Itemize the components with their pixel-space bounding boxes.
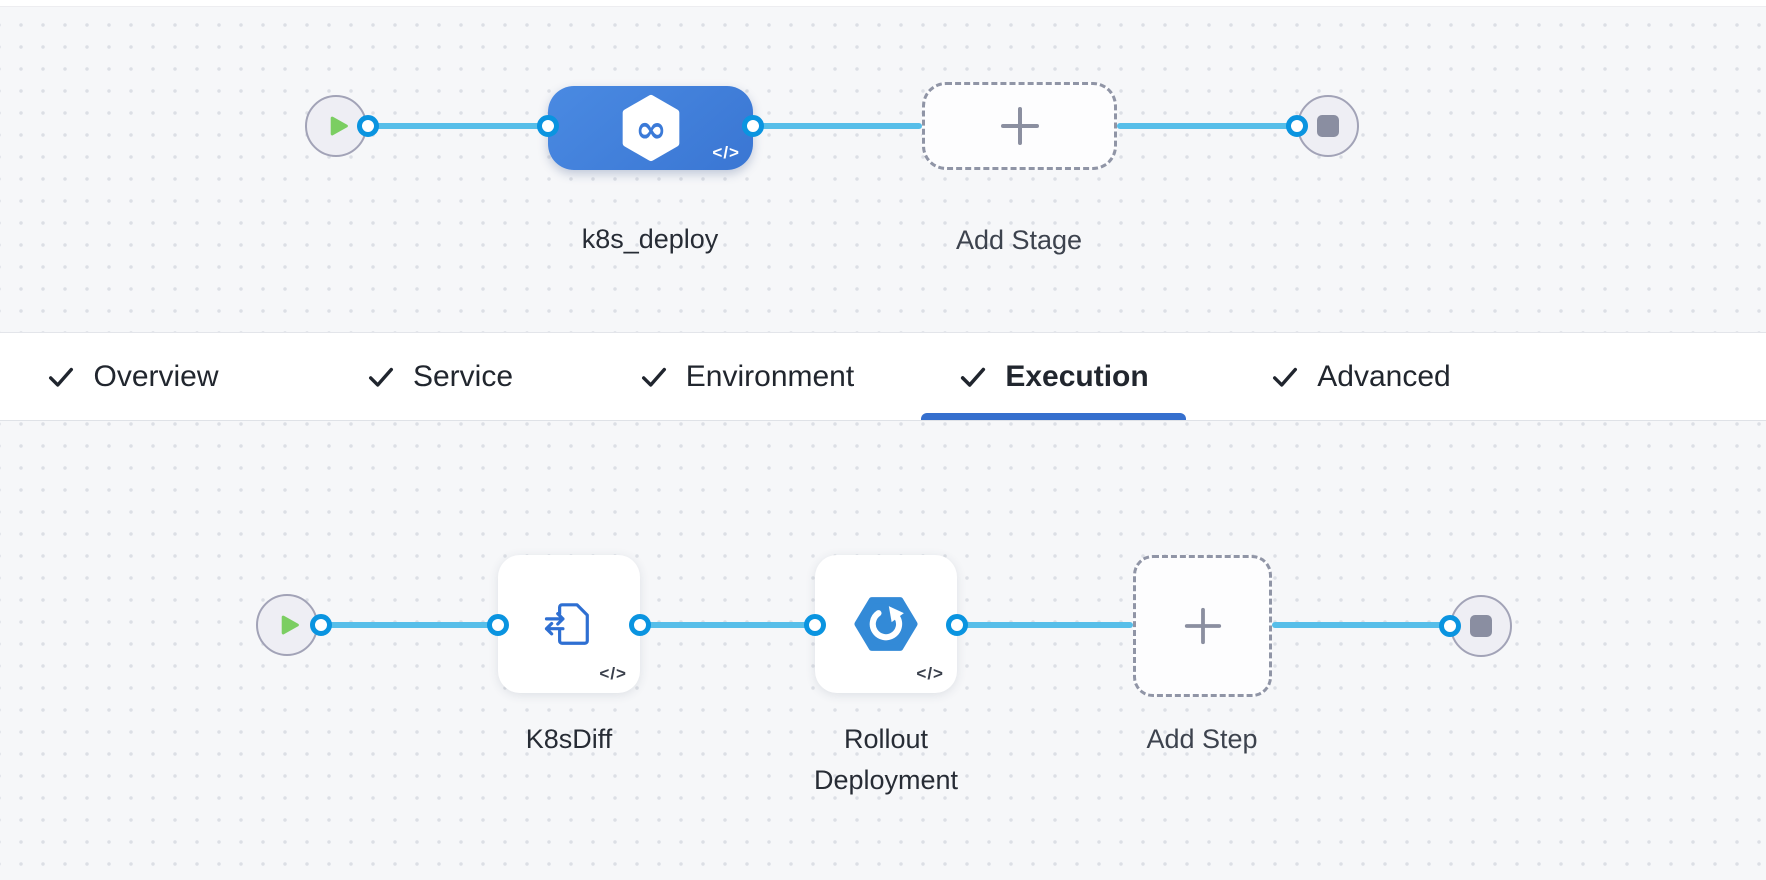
connector-port[interactable] <box>357 115 379 137</box>
tab-service[interactable]: Service <box>307 333 572 420</box>
connector-port[interactable] <box>629 614 651 636</box>
k8s-diff-icon <box>544 603 589 645</box>
tab-label: Execution <box>1005 359 1149 393</box>
step-node-rollout-deployment[interactable]: </> <box>815 555 957 693</box>
check-icon <box>961 367 986 387</box>
add-step-label: Add Step <box>1146 724 1258 754</box>
code-view-toggle[interactable]: </> <box>599 664 627 683</box>
canvas-top-edge <box>0 0 1766 7</box>
stop-icon <box>1470 615 1492 637</box>
add-stage-label: Add Stage <box>955 225 1083 255</box>
tab-label: Environment <box>685 359 855 393</box>
play-icon <box>281 615 299 635</box>
step-node-k8s-diff[interactable]: </> <box>498 555 640 693</box>
add-step-button[interactable] <box>1133 555 1272 697</box>
check-icon <box>49 367 74 387</box>
harness-pipeline-icon: ∞ <box>622 94 679 162</box>
check-icon <box>368 367 393 387</box>
plus-icon <box>1184 607 1221 645</box>
connector-port[interactable] <box>1439 615 1461 637</box>
edge-line <box>1117 123 1297 129</box>
execution-canvas: </> </> K8sDiff <box>0 421 1766 880</box>
stage-pipeline-canvas: ∞ </> k8s_deploy Add Stage <box>0 0 1766 332</box>
tab-label: Overview <box>93 359 219 393</box>
stop-icon <box>1317 115 1339 137</box>
edge-line <box>957 622 1133 628</box>
tab-overview[interactable]: Overview <box>0 333 265 420</box>
connector-port[interactable] <box>946 614 968 636</box>
edge-line <box>753 123 922 129</box>
connector-port[interactable] <box>1286 115 1308 137</box>
step-name-label: K8sDiff <box>525 724 613 754</box>
code-view-toggle[interactable]: </> <box>712 143 740 162</box>
code-view-toggle[interactable]: </> <box>916 664 944 683</box>
connector-port[interactable] <box>537 115 559 137</box>
tab-execution[interactable]: Execution <box>921 333 1186 420</box>
play-icon <box>330 116 348 136</box>
rollout-deployment-icon <box>854 597 918 651</box>
active-tab-underline <box>921 413 1186 420</box>
connector-port[interactable] <box>742 115 764 137</box>
execution-start-node[interactable] <box>256 594 318 656</box>
edge-line <box>640 622 815 628</box>
plus-icon <box>1000 107 1039 145</box>
stage-config-tab-bar: Overview Service Environment Execution <box>0 332 1766 421</box>
tab-label: Service <box>412 359 514 393</box>
tab-advanced[interactable]: Advanced <box>1228 333 1493 420</box>
pipeline-start-node[interactable] <box>305 95 367 157</box>
edge-line <box>321 622 498 628</box>
edge-line <box>368 123 548 129</box>
check-icon <box>1273 367 1298 387</box>
svg-text:∞: ∞ <box>635 107 666 151</box>
stage-name-label: k8s_deploy <box>581 224 719 254</box>
connector-port[interactable] <box>804 614 826 636</box>
tab-label: Advanced <box>1317 359 1451 393</box>
edge-line <box>1272 622 1450 628</box>
add-stage-button[interactable] <box>922 82 1117 170</box>
stage-node-k8s-deploy[interactable]: ∞ </> <box>548 86 753 170</box>
check-icon <box>641 367 666 387</box>
tab-environment[interactable]: Environment <box>614 333 879 420</box>
connector-port[interactable] <box>487 614 509 636</box>
connector-port[interactable] <box>310 614 332 636</box>
step-name-label: Rollout Deployment <box>813 724 959 795</box>
pipeline-end-node[interactable] <box>1297 95 1359 157</box>
